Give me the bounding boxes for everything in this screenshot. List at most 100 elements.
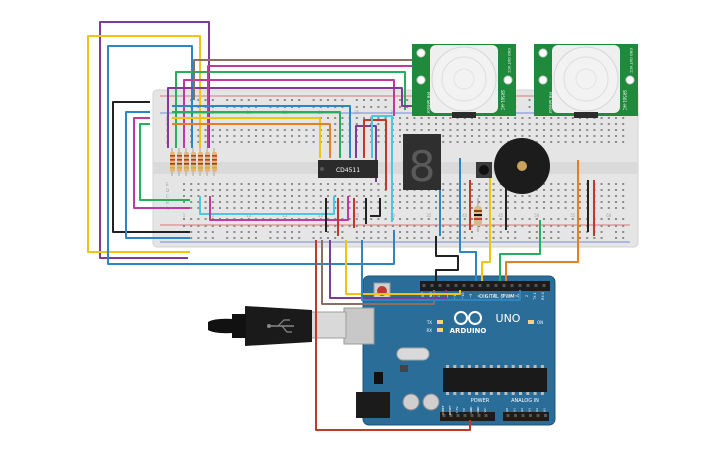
breadboard-hole [334,201,337,203]
breadboard-hole [197,99,200,101]
capacitor-left [402,393,420,411]
breadboard-hole [471,183,473,185]
breadboard-hole [615,201,617,203]
breadboard-hole [579,231,581,233]
digital-pin-socket [430,284,434,287]
breadboard-hole [471,225,473,227]
breadboard-hole [355,207,358,209]
resistor-band [198,163,203,165]
breadboard-center-channel [153,162,638,174]
breadboard-hole [499,225,502,227]
power-header-label: POWER [471,398,490,404]
wire-orange-ic [172,123,331,158]
breadboard-hole [463,183,466,185]
breadboard-hole [341,195,344,197]
breadboard-hole [514,123,517,125]
breadboard-hole [334,225,337,227]
breadboard-hole [485,218,488,220]
breadboard-hole [485,183,488,185]
breadboard-hole [514,135,517,137]
breadboard-column-label: 45 [498,213,504,218]
breadboard-hole [262,207,265,209]
chip-pin [489,392,493,395]
breadboard-hole [298,207,301,209]
breadboard-hole [341,135,344,137]
breadboard-hole [399,123,401,125]
power-pin-socket [456,414,460,417]
breadboard-hole [226,195,229,197]
breadboard-hole [521,117,524,119]
breadboard-hole [305,141,308,143]
breadboard-hole [363,237,365,239]
wire-red-to-5v [315,240,471,431]
breadboard-hole [449,195,452,197]
breadboard-hole [312,189,315,191]
wire-orange-sensor [505,160,579,281]
breadboard-hole [298,183,301,185]
chip-pin [475,392,479,395]
breadboard-hole [586,237,589,239]
breadboard-hole [521,218,524,220]
breadboard-hole [334,129,337,131]
breadboard-hole [305,189,308,191]
breadboard-hole [579,141,581,143]
breadboard-hole [348,201,351,203]
breadboard-hole [543,237,545,239]
breadboard-hole [377,225,380,227]
ic-body [318,160,378,178]
breadboard-hole [291,195,293,197]
breadboard-hole [327,237,329,239]
breadboard-hole [406,225,409,227]
analog-pin-socket [506,414,510,417]
wire-yellow-outer-loop [87,35,201,253]
breadboard-hole [485,117,488,119]
breadboard-hole [571,195,574,197]
breadboard-hole [535,141,538,143]
breadboard-hole [211,225,214,227]
breadboard-hole [399,129,401,131]
breadboard-hole [579,195,581,197]
breadboard-hole [456,129,459,131]
breadboard-hole [571,237,574,239]
breadboard-hole [543,183,545,185]
breadboard-hole [377,218,380,220]
breadboard-hole [499,117,502,119]
breadboard-hole [435,218,437,220]
breadboard-hole [370,183,373,185]
breadboard-hole [312,231,315,233]
breadboard-hole [197,218,200,220]
breadboard-hole [406,195,409,197]
power-pin-label: GND [469,406,473,414]
on-led-label: ON [537,320,543,325]
breadboard-hole [449,123,452,125]
pir-left-side-text: PIR Sensor [426,92,431,114]
breadboard-hole [579,218,581,220]
breadboard-hole [471,201,473,203]
breadboard-hole [593,123,596,125]
breadboard-hole [528,106,531,108]
breadboard-hole [211,195,214,197]
breadboard-hole [406,231,409,233]
breadboard-hole [269,201,272,203]
breadboard-hole [471,195,473,197]
breadboard-hole [427,117,430,119]
breadboard-hole [240,231,243,233]
breadboard-hole [327,183,329,185]
breadboard-hole [363,201,365,203]
breadboard-hole [543,189,545,191]
breadboard-hole [442,237,445,239]
breadboard-column-label: 40 [462,213,468,218]
breadboard-hole [600,218,603,220]
digital-pin-socket [438,284,442,287]
breadboard-hole [442,218,445,220]
power-pin-label: 5V [462,407,466,412]
chip-pin [540,365,544,368]
digital-pin-label: 2 [525,295,529,297]
breadboard-hole [528,117,531,119]
breadboard-hole [543,123,545,125]
ic-cd4511: CD4511 [318,160,378,178]
breadboard-hole [571,201,574,203]
breadboard-hole [399,141,401,143]
breadboard-hole [319,237,322,239]
